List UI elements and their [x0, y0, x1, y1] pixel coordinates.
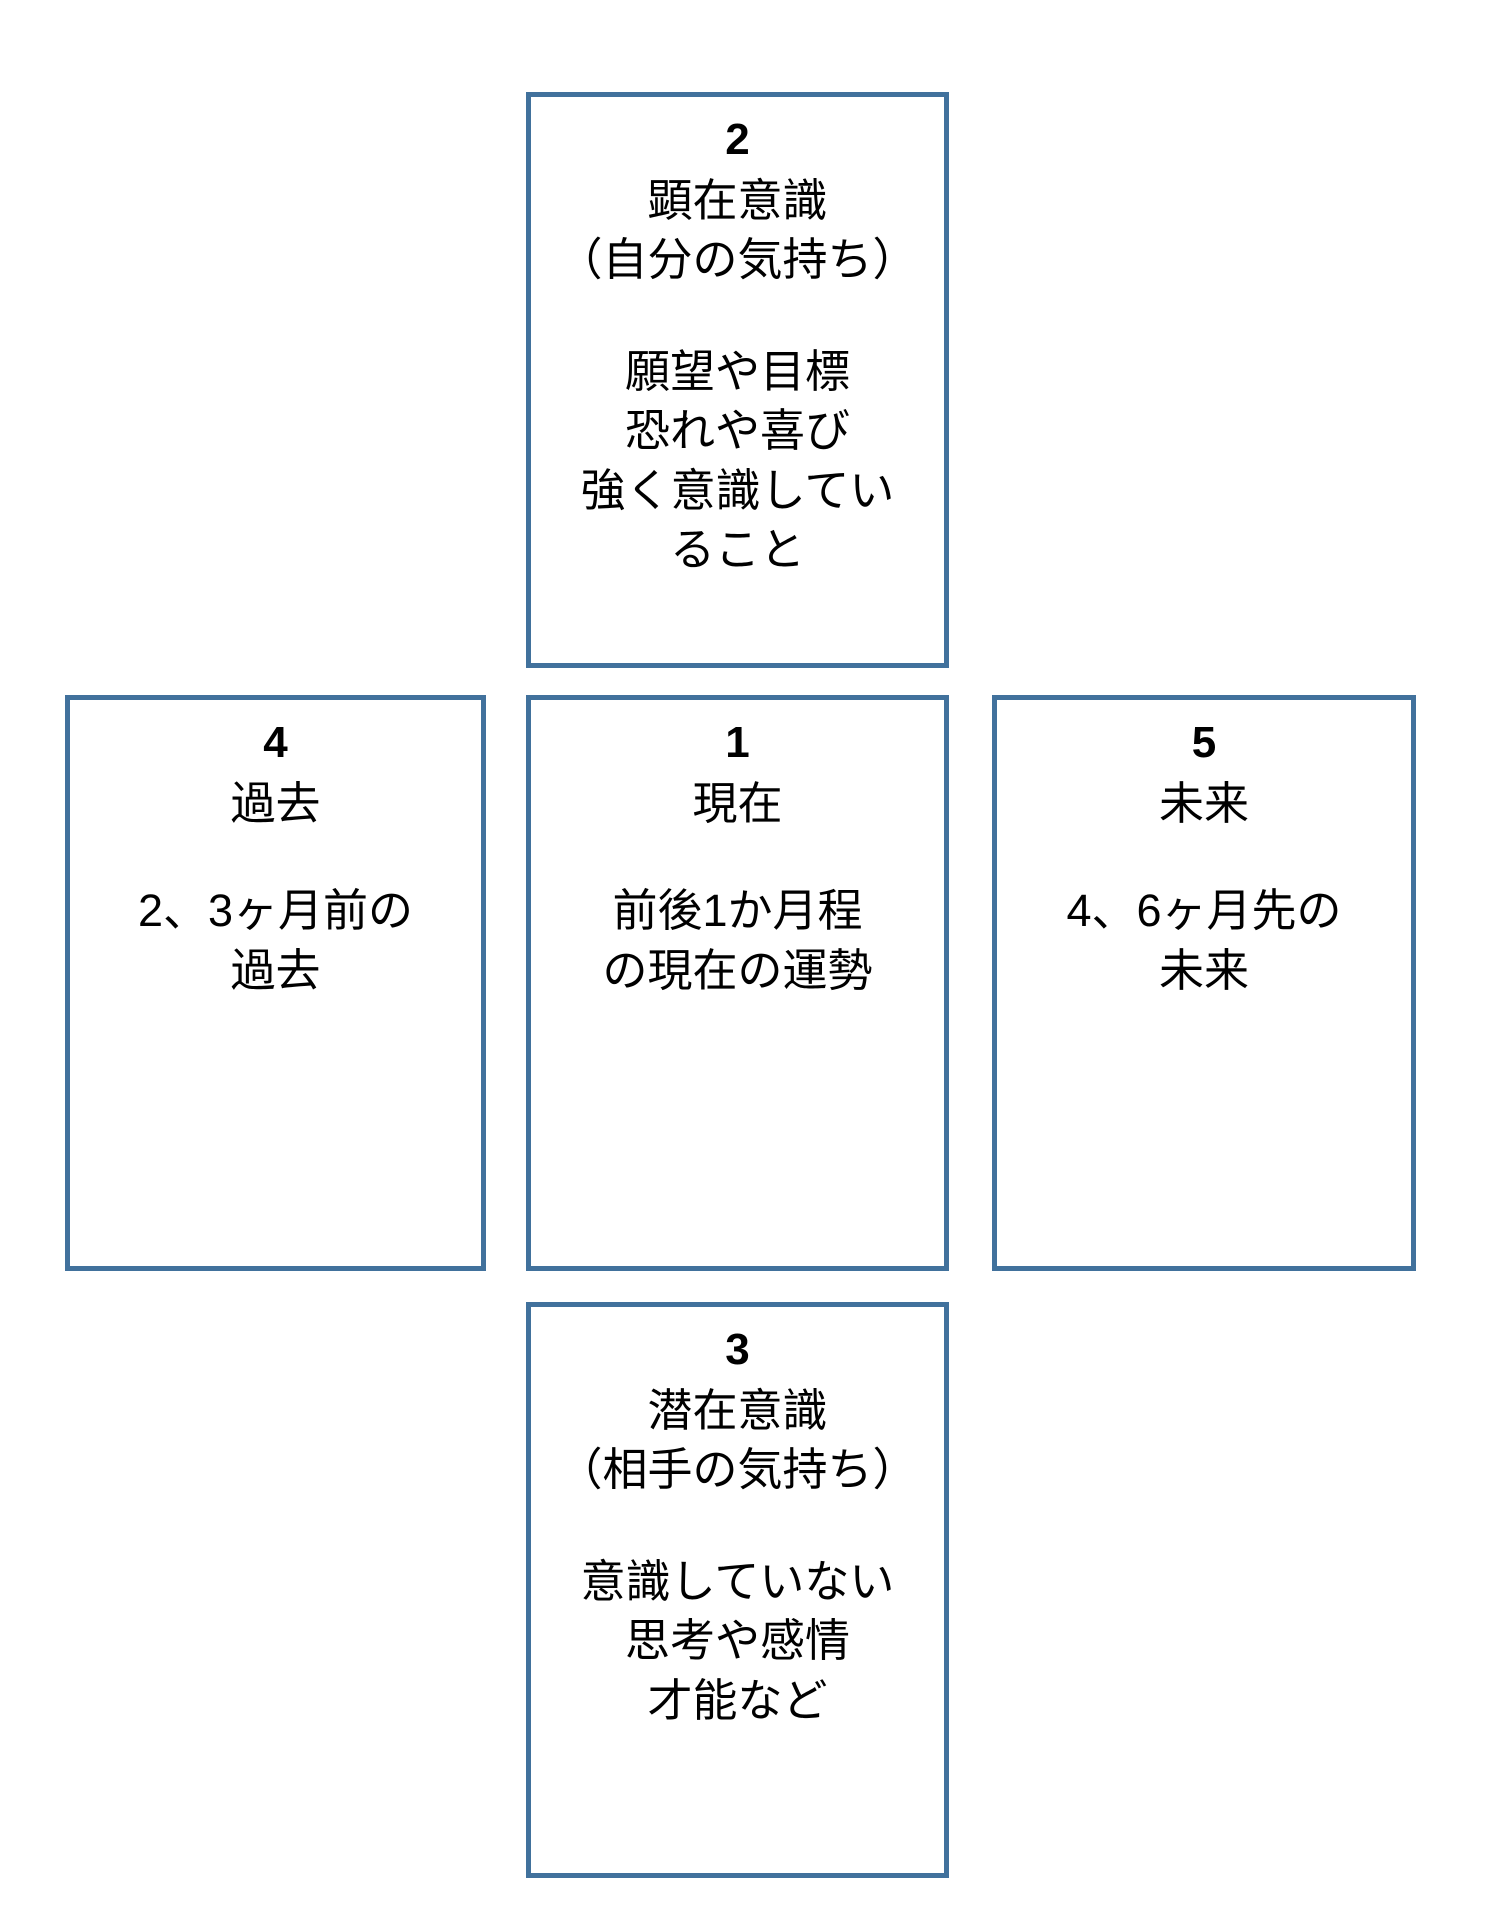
card-2-body-line-2: 恐れや喜び — [624, 405, 850, 457]
card-slot-1[interactable]: 1 現在 前後1か月程 の現在の運勢 — [526, 695, 949, 1271]
card-5-body-line-2: 未来 — [1158, 944, 1249, 996]
card-slot-5[interactable]: 5 未来 4、6ヶ月先の 未来 — [992, 695, 1416, 1271]
card-1-title: 現在 — [692, 774, 782, 833]
card-3-body: 意識していない 思考や感情 才能など — [581, 1552, 895, 1730]
card-4-title-line-1: 過去 — [230, 778, 321, 830]
card-5-title-line-1: 未来 — [1158, 778, 1249, 830]
card-2-title-line-2: （自分の気持ち） — [557, 234, 918, 286]
card-3-title-line-1: 潜在意識 — [647, 1385, 828, 1437]
card-4-body-line-1: 2、3ヶ月前の — [137, 885, 414, 937]
card-5-number: 5 — [1191, 718, 1217, 767]
card-5-title: 未来 — [1159, 774, 1249, 833]
card-3-body-line-1: 意識していない — [580, 1555, 895, 1607]
card-2-number: 2 — [725, 115, 750, 164]
card-3-title-line-2: （相手の気持ち） — [557, 1444, 918, 1496]
card-1-title-line-1: 現在 — [692, 778, 783, 830]
card-3-body-line-2: 思考や感情 — [624, 1615, 850, 1667]
card-2-body-line-1: 願望や目標 — [624, 345, 850, 397]
card-4-body-line-2: 過去 — [230, 944, 321, 996]
card-2-body-line-3: 強く意識してい — [580, 464, 895, 516]
card-3-title: 潜在意識 （相手の気持ち） — [557, 1381, 917, 1500]
card-2-title: 顕在意識 （自分の気持ち） — [557, 171, 917, 290]
card-1-body: 前後1か月程 の現在の運勢 — [602, 881, 872, 1000]
card-slot-4[interactable]: 4 過去 2、3ヶ月前の 過去 — [65, 695, 486, 1271]
card-1-number: 1 — [725, 718, 750, 767]
card-4-title: 過去 — [230, 774, 320, 833]
card-5-body-line-1: 4、6ヶ月先の — [1066, 885, 1342, 937]
card-2-body-line-4: ること — [669, 524, 805, 576]
card-5-body: 4、6ヶ月先の 未来 — [1066, 881, 1341, 1000]
card-1-body-line-1: 前後1か月程 — [612, 885, 863, 937]
card-4-body: 2、3ヶ月前の 過去 — [138, 881, 413, 1000]
card-1-body-line-2: の現在の運勢 — [602, 944, 873, 996]
card-3-number: 3 — [725, 1325, 750, 1374]
card-3-body-line-3: 才能など — [647, 1674, 828, 1726]
card-slot-3[interactable]: 3 潜在意識 （相手の気持ち） 意識していない 思考や感情 才能など — [526, 1302, 949, 1878]
card-slot-2[interactable]: 2 顕在意識 （自分の気持ち） 願望や目標 恐れや喜び 強く意識してい ること — [526, 92, 949, 668]
card-4-number: 4 — [263, 718, 288, 767]
card-2-title-line-1: 顕在意識 — [647, 175, 828, 227]
card-2-body: 願望や目標 恐れや喜び 強く意識してい ること — [581, 342, 895, 580]
